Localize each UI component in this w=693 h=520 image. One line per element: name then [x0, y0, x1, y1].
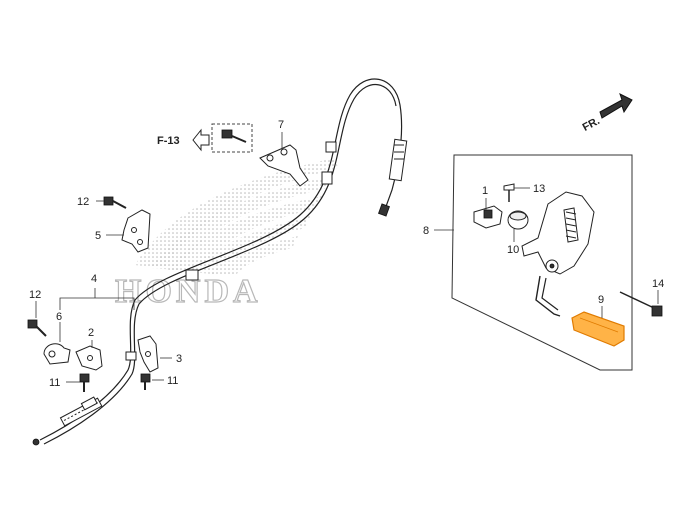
bolt-11-right: [140, 373, 151, 390]
callout-6: 6: [56, 311, 62, 323]
callout-7: 7: [278, 119, 284, 131]
callout-14: 14: [652, 278, 664, 290]
lever-assembly: [521, 191, 595, 317]
part-5-bracket: [121, 209, 151, 253]
f13-label: F-13: [157, 135, 180, 147]
cable-end-lower: [32, 396, 103, 446]
part-4-bracket-line: [59, 297, 135, 310]
part-14-bolt: [619, 291, 663, 317]
part-9-pedal-pad: [571, 311, 625, 347]
callout-11-left: 11: [49, 377, 60, 389]
bolt-12-lower: [27, 319, 47, 337]
part-2-bracket: [75, 345, 103, 371]
assembly-8-outline: [451, 154, 633, 371]
part-1-block: [473, 205, 503, 229]
callout-2: 2: [88, 327, 94, 339]
callout-3: 3: [176, 353, 182, 365]
bolt-12-upper: [103, 196, 127, 209]
callout-4: 4: [91, 273, 97, 285]
part-3-bracket: [137, 335, 159, 373]
bolt-11-left: [79, 373, 90, 392]
callout-12-upper: 12: [77, 196, 89, 208]
leader-lines: [35, 132, 659, 383]
cable-end-upper: [378, 138, 408, 217]
part-7-bracket: [259, 144, 309, 187]
front-direction-arrow: FR.: [581, 93, 633, 134]
callout-9: 9: [598, 294, 604, 306]
main-cable-inner: [43, 83, 397, 445]
callout-8: 8: [423, 225, 429, 237]
callout-1: 1: [482, 185, 488, 197]
front-label: FR.: [581, 115, 602, 134]
main-cable: [39, 78, 403, 441]
part-6-clamp: [43, 343, 71, 365]
callout-10: 10: [507, 244, 519, 256]
bolt-ref: [211, 123, 253, 153]
part-13-screw: [503, 183, 515, 202]
honda-wing-watermark: [135, 158, 338, 276]
cable-grommets: [125, 141, 337, 361]
f13-reference: F-13: [157, 128, 210, 152]
part-10-knob: [507, 210, 529, 230]
callout-11-right: 11: [167, 375, 178, 387]
callout-5: 5: [95, 230, 101, 242]
callout-12-lower: 12: [29, 289, 41, 301]
callout-13: 13: [533, 183, 545, 195]
